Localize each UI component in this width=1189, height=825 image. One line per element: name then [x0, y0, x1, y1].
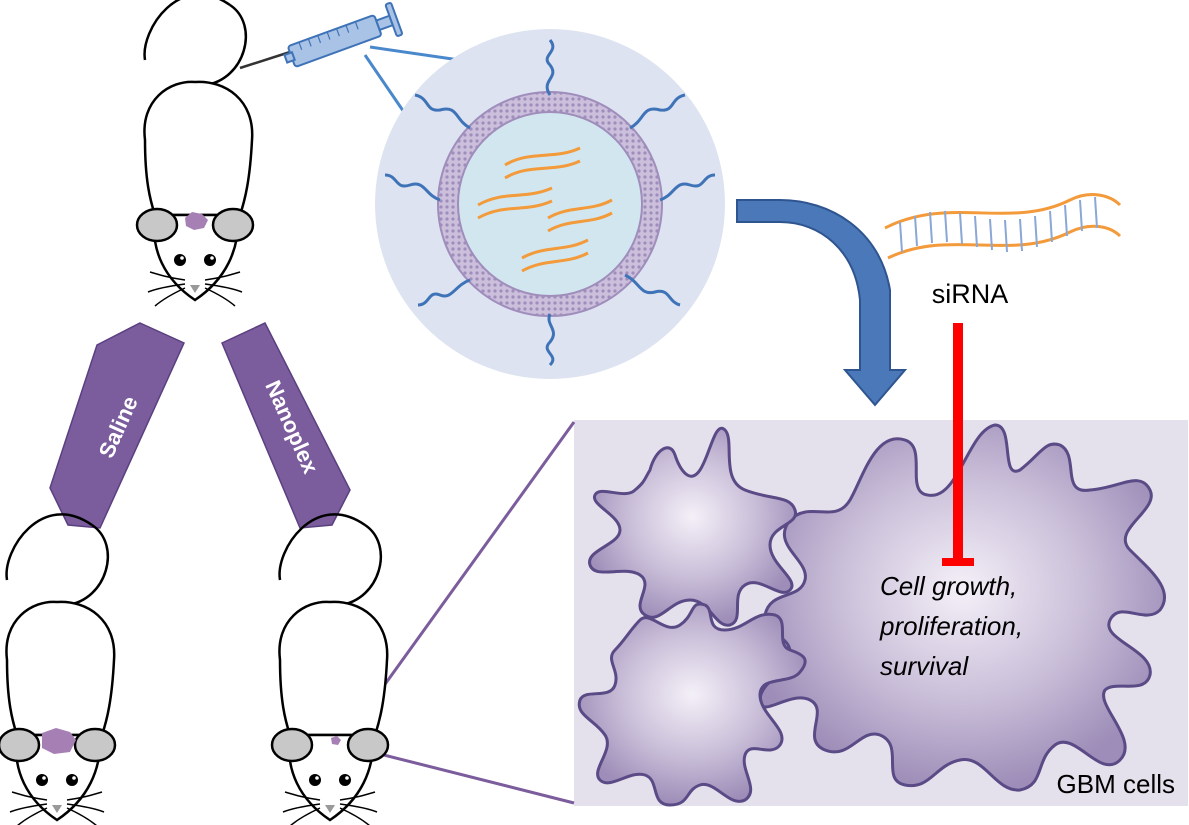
effect-line-2: proliferation,	[879, 611, 1023, 641]
sirna-label: siRNA	[932, 279, 1009, 309]
effect-label: Cell growth, proliferation, survival	[879, 571, 1023, 681]
nanoplex-arrow: Nanoplex	[221, 322, 351, 529]
tumor-icon	[331, 736, 341, 745]
sirna-duplex-icon	[547, 198, 613, 233]
gbm-cell-icon	[758, 423, 1167, 792]
effect-line-1: Cell growth,	[880, 571, 1017, 601]
gbm-panel: GBM cells	[350, 420, 1188, 807]
flow-arrow	[736, 199, 908, 407]
sirna-duplex-icon	[504, 146, 581, 180]
gbm-cells-label: GBM cells	[1057, 769, 1175, 799]
nanoplex-particle-icon	[375, 29, 725, 379]
mouse-icon	[270, 513, 390, 825]
inhibition-symbol	[942, 323, 974, 566]
effect-line-3: survival	[880, 651, 969, 681]
gbm-cell-icon	[588, 426, 797, 627]
gbm-cell-icon	[577, 602, 807, 807]
zoom-line-top	[350, 421, 576, 731]
tumor-icon	[42, 728, 76, 754]
sirna-duplex-icon	[521, 238, 589, 273]
sirna-duplex-icon	[884, 193, 1122, 260]
syringe-icon	[239, 2, 481, 119]
sirna-duplex-icon	[477, 186, 553, 220]
mouse-icon	[0, 513, 117, 825]
zoom-line-bottom	[371, 750, 575, 805]
tumor-icon	[185, 212, 208, 230]
mouse-icon	[135, 0, 255, 308]
saline-arrow: Saline	[49, 322, 185, 529]
